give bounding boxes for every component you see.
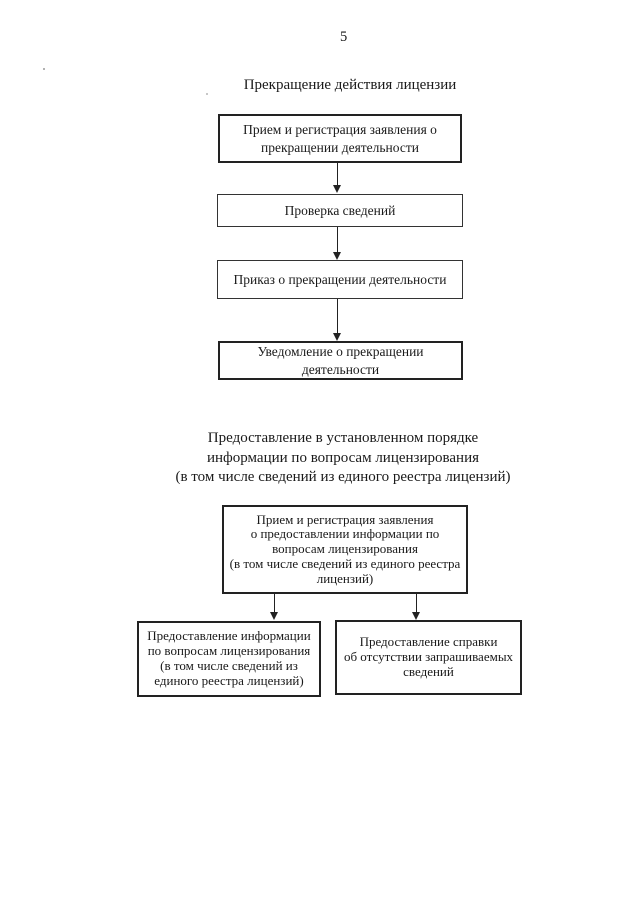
flowchart1-title: Прекращение действия лицензии <box>243 77 457 93</box>
arrow-down-icon <box>333 333 341 341</box>
arrow-line <box>337 299 338 334</box>
arrow-line <box>416 594 417 613</box>
flowchart2-title: Предоставление в установленном порядке и… <box>175 430 511 485</box>
arrow-down-icon <box>333 252 341 260</box>
scan-speck <box>43 68 45 70</box>
page-number: 5 <box>340 29 348 45</box>
flow-box-application-registration: Прием и регистрация заявления о прекраще… <box>218 114 462 163</box>
flow-box-information-request-registration: Прием и регистрация заявления о предоста… <box>222 505 468 594</box>
flow-box-verification: Проверка сведений <box>217 194 463 227</box>
flow-box-termination-notice: Уведомление о прекращении деятельности <box>218 341 463 380</box>
arrow-down-icon <box>270 612 278 620</box>
arrow-down-icon <box>412 612 420 620</box>
arrow-line <box>337 163 338 186</box>
flow-box-information-provision: Предоставление информации по вопросам ли… <box>137 621 321 697</box>
arrow-line <box>337 227 338 253</box>
scan-speck <box>206 93 208 95</box>
arrow-line <box>274 594 275 613</box>
arrow-down-icon <box>333 185 341 193</box>
flow-box-absence-certificate: Предоставление справки об отсутствии зап… <box>335 620 522 695</box>
flow-box-termination-order: Приказ о прекращении деятельности <box>217 260 463 299</box>
